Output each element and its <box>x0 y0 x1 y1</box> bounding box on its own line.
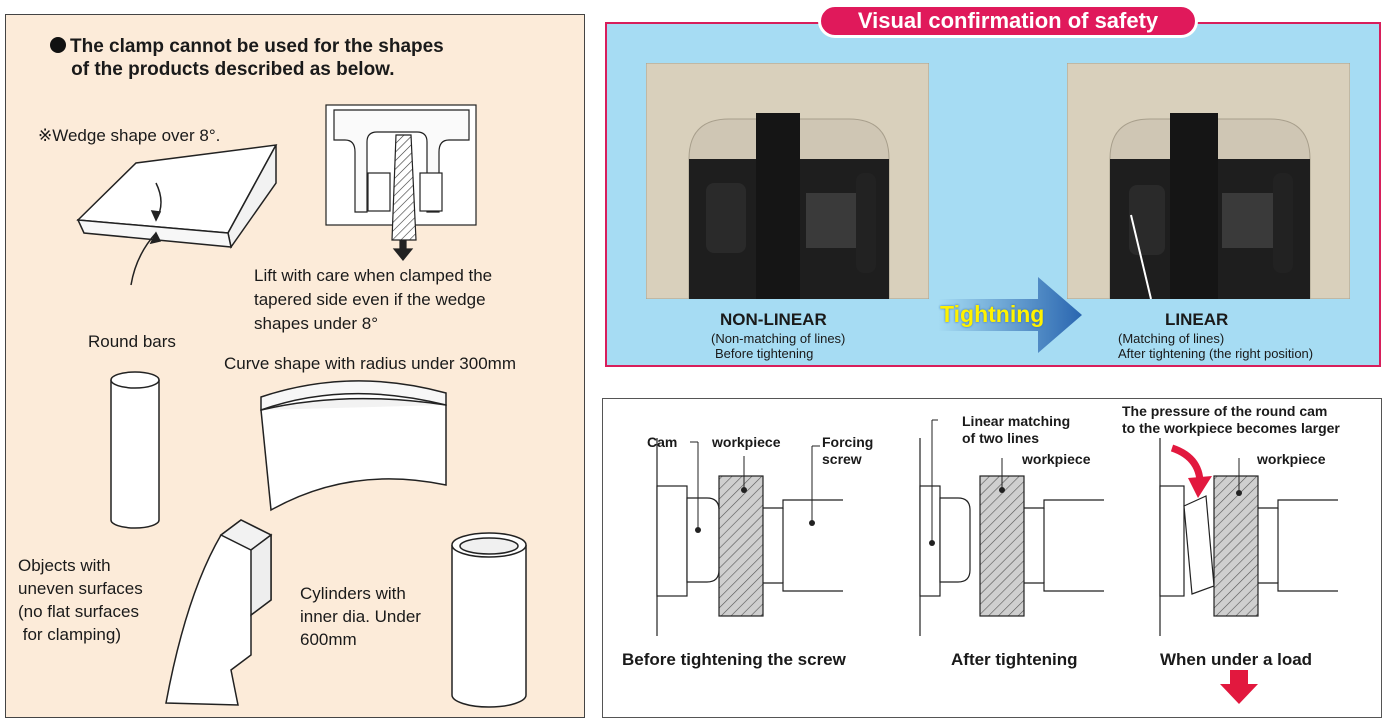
lift-note-line-3: shapes under 8° <box>254 314 378 333</box>
tightening-label: Tightning <box>940 301 1045 327</box>
linear-label: LINEAR <box>1165 310 1229 329</box>
lift-note-line-2: tapered side even if the wedge <box>254 290 486 309</box>
caption-before-tightening: Before tightening the screw <box>622 650 846 669</box>
linear-sub-2: After tightening (the right position) <box>1118 346 1314 361</box>
wedge-shape <box>76 144 278 286</box>
linear-matching-label-1: Linear matching <box>962 413 1071 429</box>
cylinder-label-1: Cylinders with <box>300 584 406 603</box>
tightening-arrow-icon <box>938 277 1084 360</box>
visual-confirmation-title: Visual confirmation of safety <box>818 4 1198 38</box>
round-bars-label: Round bars <box>88 332 176 351</box>
workpiece-label-2: workpiece <box>1022 451 1091 467</box>
forcing-label-2: screw <box>822 451 862 467</box>
uneven-label-1: Objects with <box>18 556 111 575</box>
cylinder-label-3: 600mm <box>300 630 357 649</box>
linear-photo <box>1067 63 1350 299</box>
linear-sub-1: (Matching of lines) <box>1118 331 1225 346</box>
uneven-label-4: for clamping) <box>18 625 121 644</box>
non-linear-label: NON-LINEAR <box>720 310 827 329</box>
wedge-label: ※Wedge shape over 8°. <box>38 126 221 145</box>
uneven-label-3: (no flat surfaces <box>18 602 139 621</box>
non-linear-sub-1: (Non-matching of lines) <box>711 331 846 346</box>
workpiece-label-3: workpiece <box>1257 451 1326 467</box>
heading-line-1: The clamp cannot be used for the shapes <box>70 36 444 57</box>
pressure-label-1: The pressure of the round cam <box>1122 403 1328 419</box>
workpiece-label-1: workpiece <box>712 434 781 450</box>
unusable-shapes-panel: The clamp cannot be used for the shapes … <box>5 14 585 718</box>
non-linear-sub-2: Before tightening <box>715 346 814 361</box>
cylinder-label-2: inner dia. Under <box>300 607 421 626</box>
tapered-clamp-illustration <box>325 104 477 261</box>
round-bar-shape <box>110 371 160 529</box>
tightening-diagram <box>656 419 1338 704</box>
uneven-object-shape <box>165 519 273 706</box>
lift-note-line-1: Lift with care when clamped the <box>254 266 493 285</box>
restriction-heading: The clamp cannot be used for the shapes … <box>50 35 570 81</box>
linear-matching-label-2: of two lines <box>962 430 1039 446</box>
caption-under-load: When under a load <box>1160 650 1313 669</box>
non-linear-photo <box>646 63 929 299</box>
forcing-label-1: Forcing <box>822 434 874 450</box>
shapes-illustration <box>76 104 527 708</box>
uneven-label-2: uneven surfaces <box>18 579 143 598</box>
caption-after-tightening: After tightening <box>951 650 1078 669</box>
curve-shape <box>260 380 447 512</box>
pressure-label-2: to the workpiece becomes larger <box>1122 420 1340 436</box>
curve-shape-label: Curve shape with radius under 300mm <box>224 354 516 373</box>
cylinder-shape <box>451 532 527 708</box>
cam-label: Cam <box>647 434 678 450</box>
heading-line-2: of the products described as below. <box>71 59 395 80</box>
bullet-dot-icon <box>50 37 66 53</box>
